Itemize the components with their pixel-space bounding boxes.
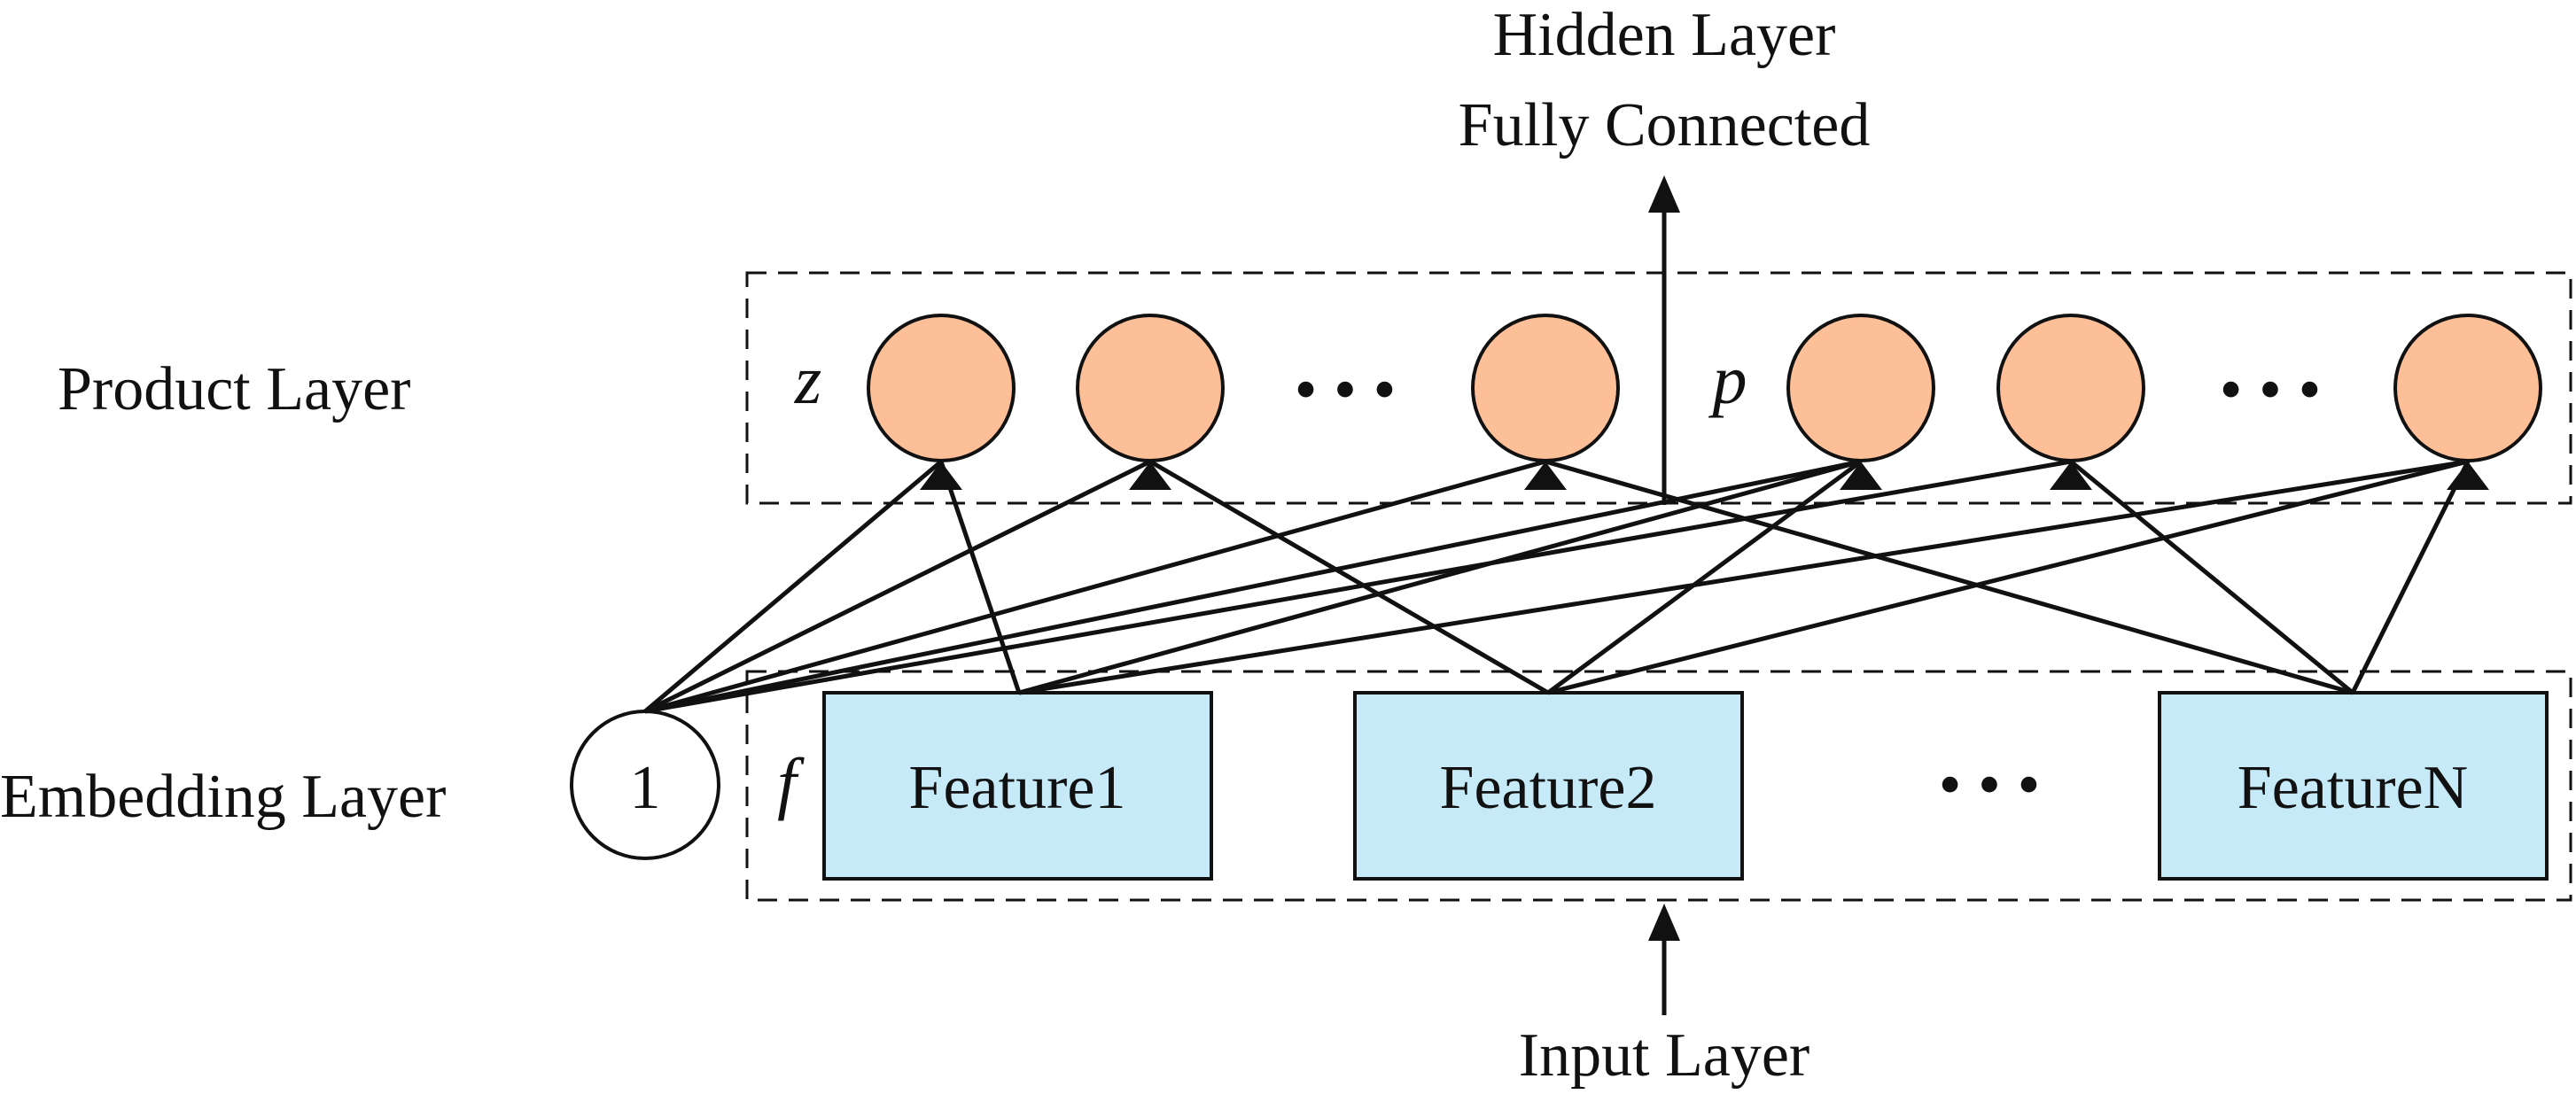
connection-arrow <box>643 460 943 713</box>
arrowhead <box>2447 462 2489 490</box>
connection-arrow <box>938 461 1022 694</box>
p-node-1 <box>1786 314 1935 462</box>
arrowhead <box>1840 462 1882 490</box>
arrowhead <box>1524 462 1567 490</box>
arrowhead <box>2050 462 2092 490</box>
product-layer-label: Product Layer <box>58 355 410 423</box>
p-ellipsis: • • • <box>2220 353 2322 426</box>
bias-node-label: 1 <box>630 754 661 822</box>
connection-arrow <box>644 459 2072 714</box>
feature-box-n: FeatureN <box>2158 691 2549 881</box>
arrowhead <box>1129 462 1171 490</box>
connection-arrow <box>644 459 1546 714</box>
connection-arrow <box>1546 459 1863 695</box>
feature-1-label: Feature1 <box>909 754 1126 822</box>
connection-arrow <box>1018 459 1862 695</box>
fully-connected-label: Fully Connected <box>1459 91 1871 159</box>
feature-2-box <box>1353 691 1744 881</box>
z-node-1 <box>867 314 1016 462</box>
hidden-layer-label: Hidden Layer <box>1493 1 1836 69</box>
connection-arrow <box>1148 459 1550 695</box>
connection-arrow <box>1545 459 2354 695</box>
input-layer-label: Input Layer <box>1519 1021 1809 1090</box>
z-symbol: z <box>794 341 821 418</box>
to-hidden-layer-arrow <box>1648 175 1680 505</box>
connection-arrow <box>643 459 1152 714</box>
feature-box-1: Feature1 <box>822 691 1213 881</box>
connection-arrow <box>2069 460 2354 695</box>
z-node-n <box>1471 314 1620 462</box>
embedding-layer-box <box>745 670 2572 902</box>
feature-1-box <box>822 691 1213 881</box>
feature-n-box <box>2158 691 2549 881</box>
z-ellipsis: • • • <box>1295 353 1397 426</box>
connection-arrow <box>2350 460 2471 695</box>
from-input-layer-arrow <box>1648 904 1680 1015</box>
connection-arrow <box>644 459 1862 714</box>
p-symbol: p <box>1708 341 1747 418</box>
connection-arrow <box>1018 459 2469 695</box>
feature-n-label: FeatureN <box>2237 754 2468 822</box>
feature-2-label: Feature2 <box>1440 754 1657 822</box>
connection-arrows <box>643 459 2489 714</box>
connection-arrow <box>1547 459 2469 695</box>
z-node-2 <box>1076 314 1225 462</box>
p-node-2 <box>1996 314 2145 462</box>
p-node-n <box>2393 314 2542 462</box>
f-symbol: f <box>777 744 805 821</box>
arrowhead <box>920 462 962 490</box>
embedding-layer-label: Embedding Layer <box>0 763 446 831</box>
feature-ellipsis: • • • <box>1939 749 2041 821</box>
feature-box-2: Feature2 <box>1353 691 1744 881</box>
